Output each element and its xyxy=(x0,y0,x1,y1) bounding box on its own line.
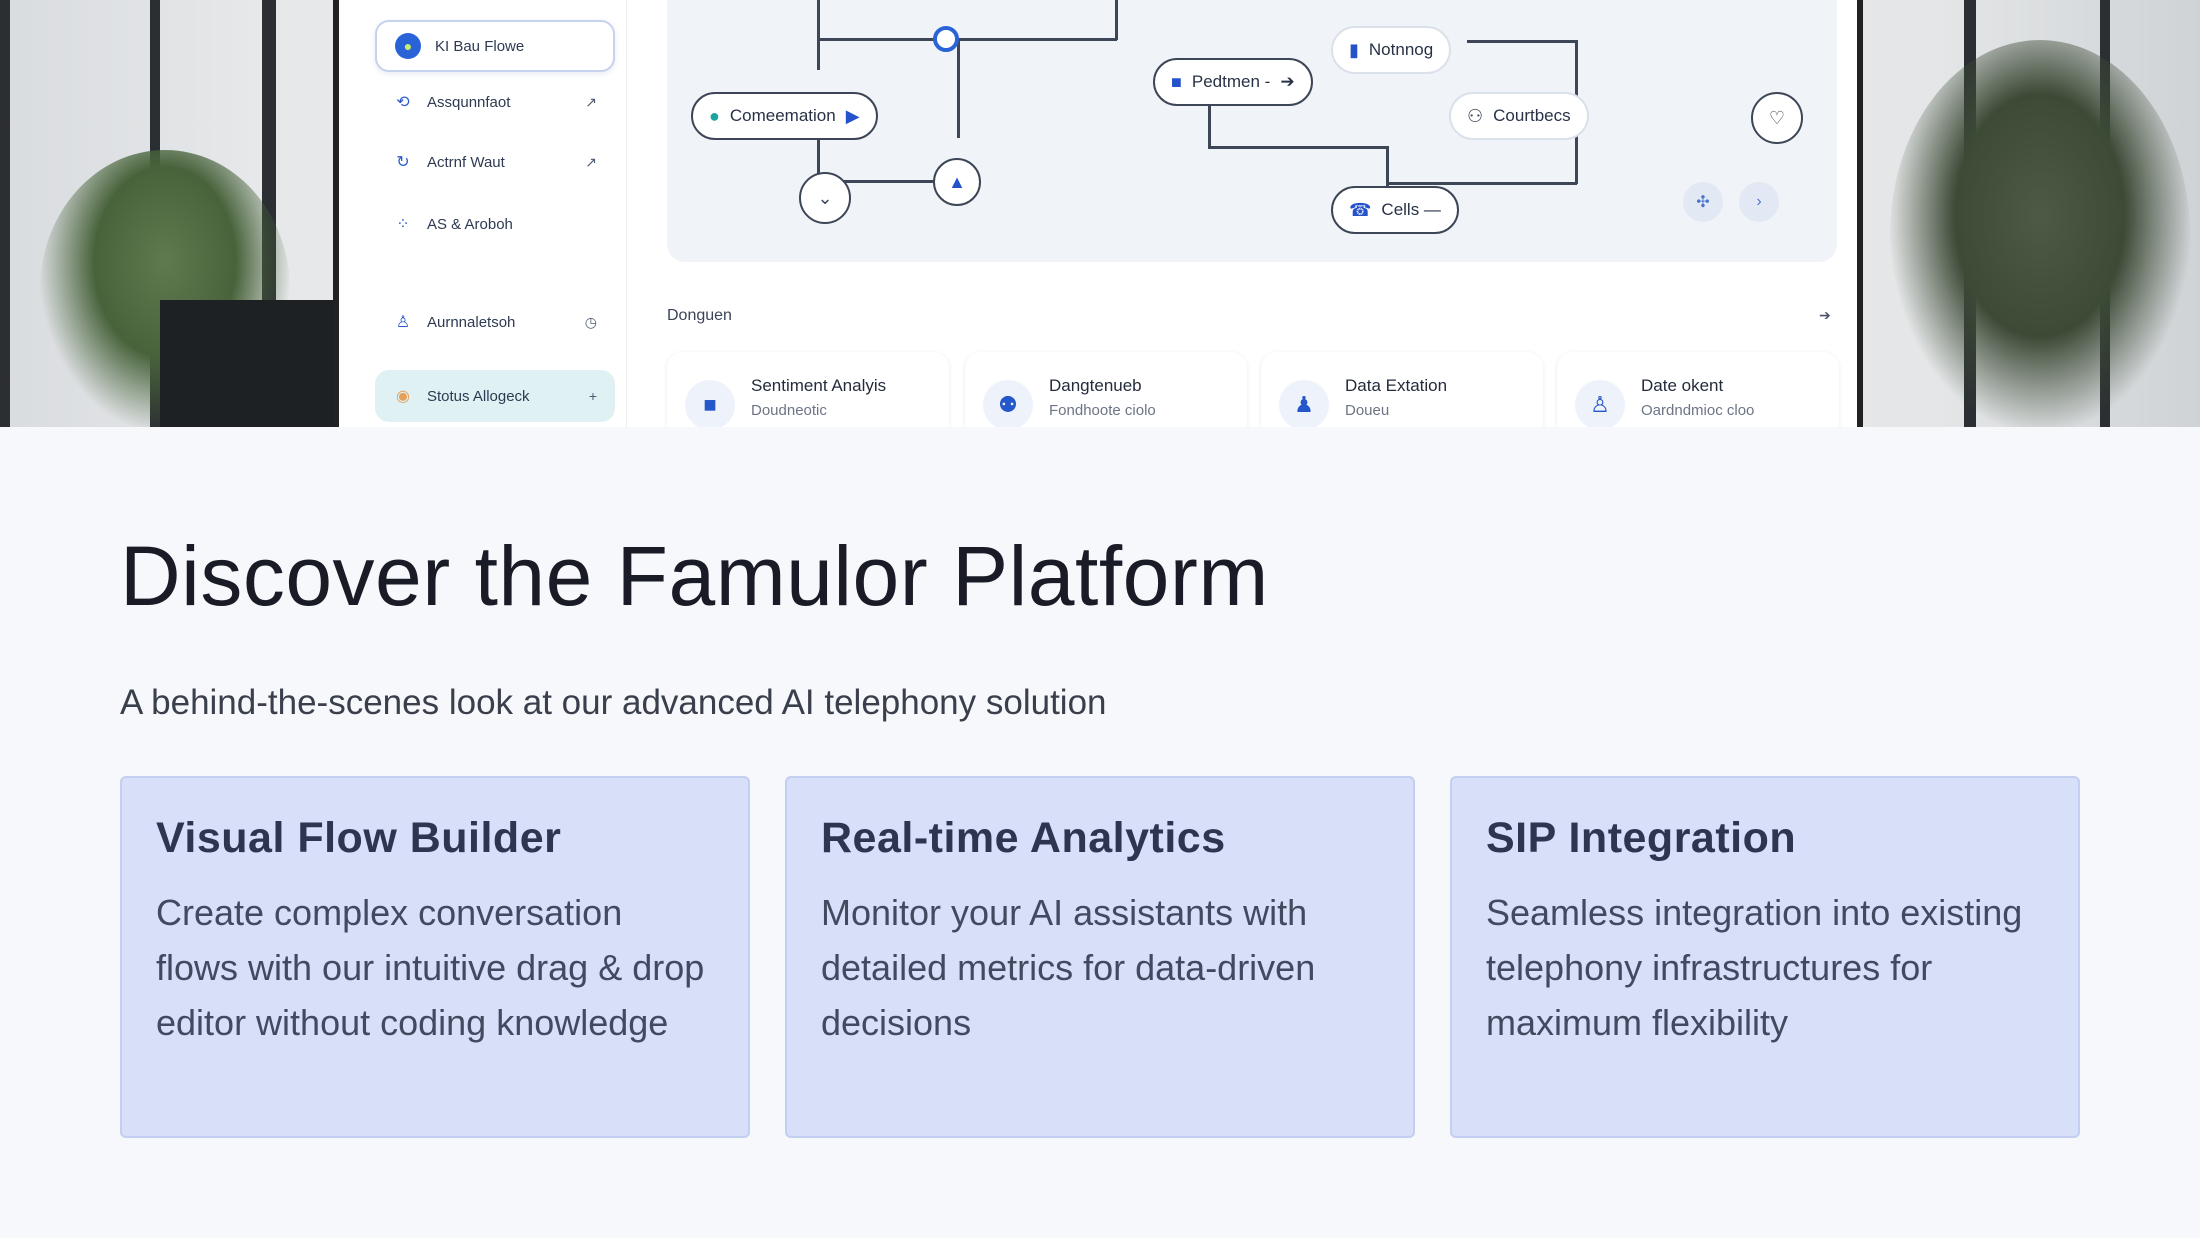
feature-title: Visual Flow Builder xyxy=(156,814,562,862)
people-icon: ♟ xyxy=(1279,380,1329,427)
sidebar-item-activity[interactable]: ↻ Actrnf Waut ↗ xyxy=(375,136,615,188)
chevron-down-icon[interactable]: ⌄ xyxy=(799,172,851,224)
card-subtitle: Fondhoote ciolo xyxy=(1049,402,1156,419)
feature-body: Monitor your AI assistants with detailed… xyxy=(821,892,1316,1043)
junction-node[interactable] xyxy=(933,26,959,52)
forward-icon: ▶ xyxy=(845,105,860,126)
analysis-icon: ■ xyxy=(685,380,735,427)
node-label: Cells — xyxy=(1381,200,1441,219)
sidebar-item-label: KI Bau Flowe xyxy=(435,37,525,55)
card-subtitle: Doudneotic xyxy=(751,402,827,419)
status-icon: ◉ xyxy=(396,388,410,405)
desk-monitor-left xyxy=(160,300,340,427)
card-title: Sentiment Analyis xyxy=(751,376,887,395)
person-icon: ♙ xyxy=(1575,380,1625,427)
card-data-extraction[interactable]: ♟ Data Extation Doueu xyxy=(1261,352,1543,427)
doc-icon: ■ xyxy=(1171,71,1182,92)
app-monitor: ● KI Bau Flowe ⟲ Assqunnfaot ↗ ↻ Actrnf … xyxy=(333,0,1863,427)
connector-line xyxy=(817,180,957,183)
feature-title: SIP Integration xyxy=(1486,814,1797,862)
card-danger[interactable]: ⚉ Dangtenueb Fondhoote ciolo xyxy=(965,352,1247,427)
node-label: Courtbecs xyxy=(1493,106,1571,125)
settings-icon[interactable]: ✣ xyxy=(1683,182,1723,222)
sidebar-item-automation[interactable]: ♙ Aurnnaletsoh ◷ xyxy=(375,296,615,348)
heart-icon[interactable]: ♡ xyxy=(1751,92,1803,144)
hero-image: ● KI Bau Flowe ⟲ Assqunnfaot ↗ ↻ Actrnf … xyxy=(0,0,2200,427)
node-counters[interactable]: ⚇ Courtbecs xyxy=(1449,92,1589,140)
connector-line xyxy=(817,38,957,41)
card-subtitle: Oardndmioc cloo xyxy=(1641,402,1755,419)
feature-body: Create complex conversation flows with o… xyxy=(156,892,705,1043)
flow-canvas[interactable]: ● Comeemation ▶ ⌄ ▲ ■ Pedtmen - ➔ ▮ Notn… xyxy=(667,0,1837,262)
feature-body: Seamless integration into existing telep… xyxy=(1486,892,2023,1043)
node-label: Pedtmen - xyxy=(1191,72,1271,91)
sidebar-item-label: Assqunnfaot xyxy=(427,93,511,111)
clock-icon: ◷ xyxy=(584,313,597,330)
feature-card-analytics: Real-time Analytics Monitor your AI assi… xyxy=(785,776,1415,1138)
arrow-icon: ↗ xyxy=(585,153,597,170)
node-label: Comeemation xyxy=(729,106,836,125)
sidebar-item-status[interactable]: ◉ Stotus Allogeck + xyxy=(375,370,615,422)
node-calls[interactable]: ☎ Cells — xyxy=(1331,186,1459,234)
connector-line xyxy=(817,140,820,180)
card-title: Data Extation xyxy=(1345,376,1448,395)
connector-line xyxy=(1208,146,1388,149)
chart-icon: ▮ xyxy=(1349,39,1359,60)
card-title: Date okent xyxy=(1641,376,1724,395)
group-icon: ⚉ xyxy=(983,380,1033,427)
connector-line xyxy=(957,38,960,138)
sidebar-item-label: Actrnf Waut xyxy=(427,153,505,171)
expand-icon[interactable]: ➔ xyxy=(1819,307,1831,323)
card-subtitle: Doueu xyxy=(1345,402,1390,419)
phone-icon: ☎ xyxy=(1349,199,1372,220)
bot-icon: ● xyxy=(395,33,421,59)
users-icon: ⚇ xyxy=(1467,105,1484,126)
app-sidebar: ● KI Bau Flowe ⟲ Assqunnfaot ↗ ↻ Actrnf … xyxy=(367,0,627,427)
plant-right xyxy=(1890,40,2190,427)
feature-title: Real-time Analytics xyxy=(821,814,1226,862)
node-conversation[interactable]: ● Comeemation ▶ xyxy=(691,92,878,140)
connector-line xyxy=(1115,0,1118,40)
arrow-right-icon: ➔ xyxy=(1280,72,1295,91)
connector-line xyxy=(1208,100,1211,148)
card-date[interactable]: ♙ Date okent Oardndmioc cloo xyxy=(1557,352,1839,427)
plus-icon: + xyxy=(588,388,597,404)
sidebar-item-assignment[interactable]: ⟲ Assqunnfaot ↗ xyxy=(375,76,615,128)
user-icon: ♙ xyxy=(395,314,411,331)
page-title: Discover the Famulor Platform xyxy=(120,529,1269,623)
card-sentiment[interactable]: ■ Sentiment Analyis Doudneotic xyxy=(667,352,949,427)
connector-line xyxy=(1386,146,1389,186)
feature-card-sip: SIP Integration Seamless integration int… xyxy=(1450,776,2080,1138)
feature-card-flow-builder: Visual Flow Builder Create complex conve… xyxy=(120,776,750,1138)
connector-line xyxy=(957,38,1117,41)
page-subtitle: A behind-the-scenes look at our advanced… xyxy=(120,683,1107,722)
refresh-icon: ↻ xyxy=(396,154,410,171)
sidebar-item-label: Stotus Allogeck xyxy=(427,387,530,405)
sidebar-item-flow[interactable]: ● KI Bau Flowe xyxy=(375,20,615,72)
window-frame-left xyxy=(0,0,10,427)
arrow-icon: ↗ xyxy=(585,93,597,110)
sidebar-item-label: Aurnnaletsoh xyxy=(427,313,516,331)
connector-line xyxy=(1467,40,1577,43)
sidebar-item-ai[interactable]: ⁘ AS & Aroboh xyxy=(375,198,615,250)
card-title: Dangtenueb xyxy=(1049,376,1142,395)
phone-node-icon[interactable]: ▲ xyxy=(933,158,981,206)
chevron-right-icon[interactable]: › xyxy=(1739,182,1779,222)
node-routing[interactable]: ▮ Notnnog xyxy=(1331,26,1452,74)
sidebar-item-label: AS & Aroboh xyxy=(427,215,513,233)
node-label: Notnnog xyxy=(1368,40,1434,59)
sync-icon: ⟲ xyxy=(396,94,410,111)
dots-icon: ⁘ xyxy=(396,216,410,233)
chat-icon: ● xyxy=(709,105,720,126)
connector-line xyxy=(817,0,820,70)
connector-line xyxy=(1387,182,1577,185)
node-perform[interactable]: ■ Pedtmen - ➔ xyxy=(1153,58,1313,106)
section-label: Donguen xyxy=(667,307,732,324)
